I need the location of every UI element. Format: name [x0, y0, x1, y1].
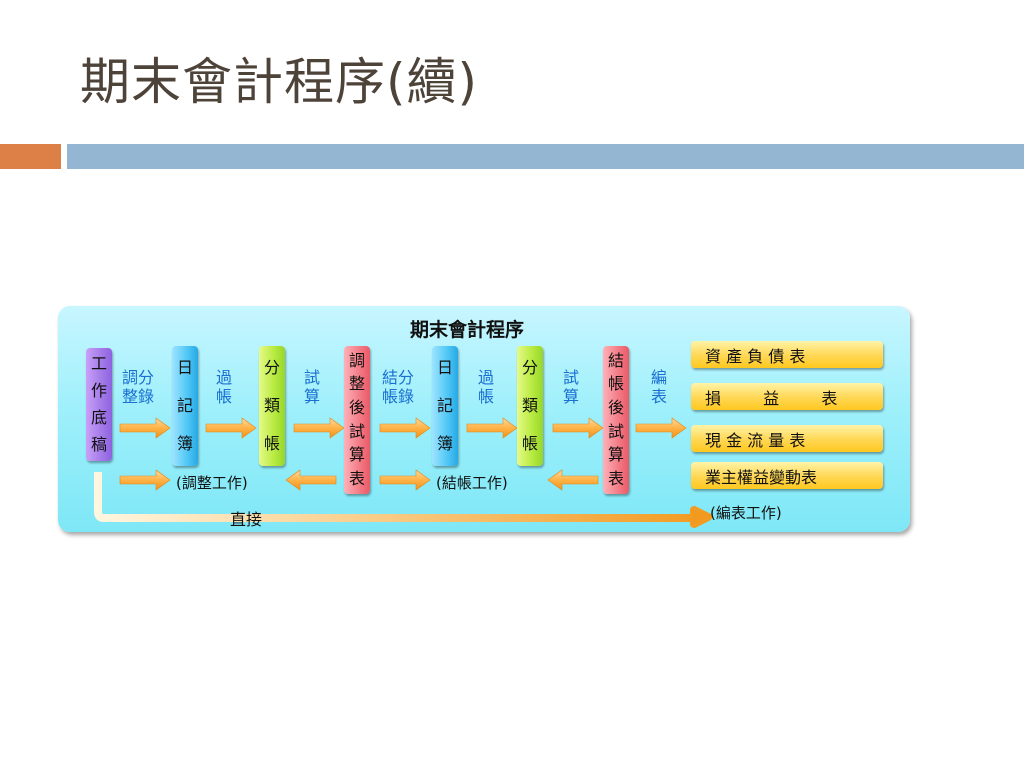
- label-line: 帳錄: [382, 387, 415, 406]
- direct-arrow-head: [692, 509, 710, 525]
- adjusting-work-label: (調整工作): [176, 474, 248, 492]
- char: 簿: [176, 434, 193, 453]
- char: 類: [521, 396, 538, 415]
- char: 稿: [90, 434, 107, 454]
- char: 作: [90, 381, 107, 401]
- post-closing-trial-balance-box: 結 帳 後 試 算 表: [603, 346, 629, 494]
- label-line: 整錄: [122, 387, 155, 406]
- cash-flow-statement-box: 現 金 流 量 表: [691, 425, 883, 452]
- balance-sheet-box: 資 產 負 債 表: [691, 341, 883, 368]
- arrows-layer: [94, 417, 712, 528]
- forward-arrows: [119, 417, 687, 439]
- char: 後: [348, 398, 365, 418]
- label-line: 帳: [216, 387, 233, 406]
- title-accent-bar: [0, 144, 61, 169]
- char: 帳: [607, 374, 624, 394]
- equity-statement-box: 業主權益變動表: [691, 462, 883, 489]
- char: 帳: [263, 434, 280, 453]
- label-line: 調分: [122, 368, 155, 387]
- char: 表: [348, 469, 365, 489]
- label-line: 表: [651, 387, 668, 406]
- char: 工: [90, 354, 107, 374]
- char: 後: [607, 398, 624, 418]
- label-line: 算: [304, 387, 321, 406]
- ledger-box-1: 分 類 帳: [259, 346, 285, 466]
- accounting-cycle-diagram: 期末會計程序: [58, 306, 910, 532]
- label-line: 帳: [478, 387, 495, 406]
- direct-label: 直接: [230, 510, 263, 529]
- char: 結: [607, 350, 624, 370]
- char: 算: [607, 445, 624, 465]
- label-line: 過: [478, 368, 495, 387]
- char: 日: [176, 358, 193, 377]
- label-line: 結分: [382, 368, 415, 387]
- char: 分: [521, 358, 538, 377]
- char: 調: [348, 350, 365, 370]
- posting-label-2: 過 帳: [478, 368, 494, 406]
- trial-label-1: 試 算: [304, 368, 320, 406]
- label-line: 試: [563, 368, 580, 387]
- diagram-title: 期末會計程序: [410, 319, 525, 341]
- reporting-work-label: (編表工作): [710, 504, 782, 522]
- adjusting-entries-label: 調分 整錄: [122, 368, 154, 406]
- label-line: 算: [563, 387, 580, 406]
- income-statement-box: 損 益 表: [691, 383, 883, 410]
- char: 分: [263, 358, 280, 377]
- journal-box-2: 日 記 簿: [432, 346, 458, 466]
- char: 算: [348, 445, 365, 465]
- title-divider-bar: [67, 144, 1024, 169]
- char: 帳: [521, 434, 538, 453]
- closing-entries-label: 結分 帳錄: [382, 368, 414, 406]
- char: 試: [348, 421, 365, 441]
- adjusted-trial-balance-box: 調 整 後 試 算 表: [344, 346, 370, 494]
- lower-arrows: [119, 469, 599, 491]
- char: 簿: [436, 434, 453, 453]
- worksheet-box: 工 作 底 稿: [86, 348, 112, 461]
- posting-label-1: 過 帳: [216, 368, 232, 406]
- char: 類: [263, 396, 280, 415]
- trial-label-2: 試 算: [563, 368, 579, 406]
- char: 表: [607, 469, 624, 489]
- label-line: 編: [651, 368, 668, 387]
- ledger-box-2: 分 類 帳: [517, 346, 543, 466]
- label-line: 過: [216, 368, 233, 387]
- slide-title: 期末會計程序(續): [80, 53, 479, 111]
- char: 試: [607, 421, 624, 441]
- journal-box-1: 日 記 簿: [172, 346, 198, 466]
- label-line: 試: [304, 368, 321, 387]
- prepare-statements-label: 編 表: [651, 368, 667, 406]
- closing-work-label: (結帳工作): [436, 474, 508, 492]
- char: 整: [348, 374, 365, 394]
- char: 日: [436, 358, 453, 377]
- char: 底: [90, 407, 107, 427]
- char: 記: [436, 396, 453, 415]
- char: 記: [176, 396, 193, 415]
